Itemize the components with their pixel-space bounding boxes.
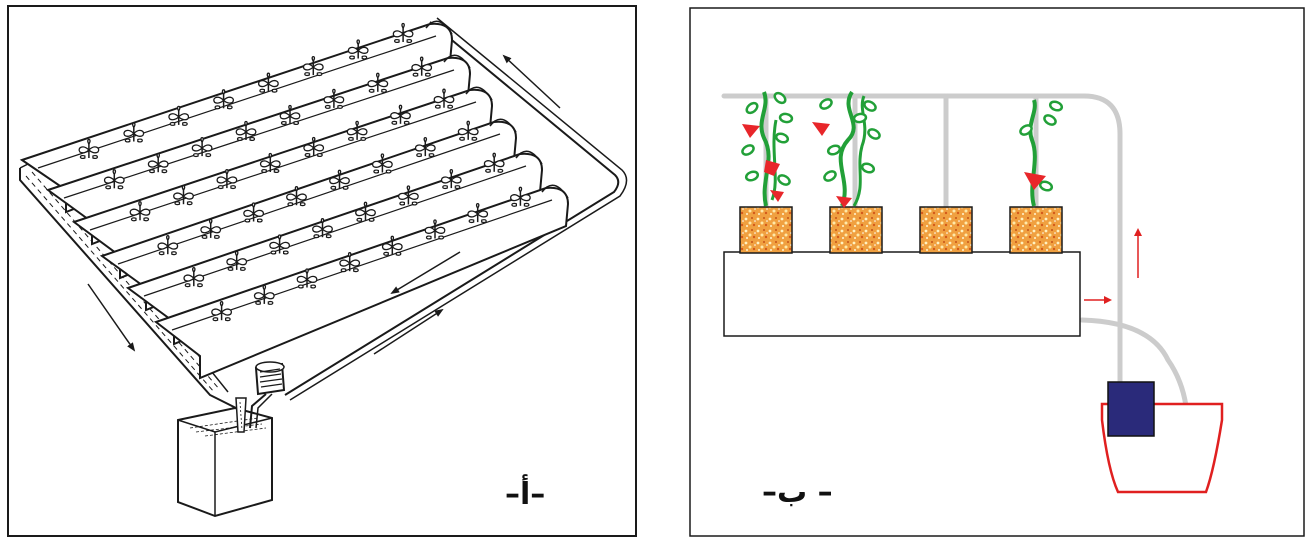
seedling-icon — [173, 185, 194, 206]
seedling-icon — [269, 234, 290, 255]
seedling-icon — [467, 202, 489, 224]
channel-edge — [63, 69, 455, 199]
nutrient-tank — [177, 397, 273, 518]
seedling-icon — [123, 122, 145, 143]
seedling-icon — [147, 153, 169, 174]
seedling-icon — [211, 301, 232, 322]
channel-edge — [89, 101, 477, 231]
flow-arrow-top — [502, 54, 561, 109]
channel-plants — [78, 22, 531, 322]
seedling-icon — [381, 235, 403, 256]
growing-channel — [723, 251, 1081, 337]
seedling-icon — [355, 201, 376, 222]
tomato-plant-2 — [812, 90, 881, 208]
seedling-icon — [157, 235, 179, 256]
seedling-icon — [440, 168, 462, 190]
seedling-icon — [312, 218, 333, 239]
pump — [249, 361, 286, 429]
panel-a-label: –أ– — [505, 477, 546, 512]
seedling-icon — [286, 186, 307, 207]
seedling-icon — [414, 136, 436, 158]
seedling-icon — [510, 186, 531, 207]
seedling-icon — [347, 39, 369, 60]
seedling-icon — [129, 201, 151, 222]
flow-arrow-left — [87, 283, 136, 352]
submersible-pump — [1107, 381, 1155, 437]
seedling-icon — [392, 22, 414, 44]
channel-end-cap — [489, 118, 517, 133]
seedling-icon — [302, 55, 324, 77]
seedling-icon — [411, 56, 433, 77]
seedling-icon — [323, 88, 345, 109]
seedling-icon — [433, 88, 455, 109]
seedling-icon — [390, 104, 411, 125]
seedling-icon — [183, 267, 205, 288]
seedling-icon — [168, 105, 190, 126]
panel-b — [689, 7, 1305, 537]
media-pot-1 — [739, 206, 793, 254]
seedling-icon — [296, 268, 318, 289]
seedling-icon — [259, 152, 281, 174]
flow-arrow-middle — [390, 251, 461, 295]
seedling-icon — [200, 218, 222, 239]
seedling-icon — [346, 120, 368, 141]
growing-media-pots — [739, 206, 1063, 254]
return-pipe — [284, 21, 620, 396]
media-pot-4 — [1009, 206, 1063, 254]
tomato-plant-4 — [1019, 99, 1064, 207]
seedling-icon — [329, 169, 350, 190]
media-pot-2 — [829, 206, 883, 254]
seedling-icon — [457, 120, 479, 141]
seedling-icon — [303, 136, 325, 158]
seedling-icon — [367, 72, 389, 93]
panel-a — [7, 5, 637, 537]
seedling-icon — [339, 252, 361, 273]
channel-edge — [143, 165, 527, 297]
channel-end-cap — [465, 86, 493, 101]
seedling-icon — [398, 185, 419, 206]
seedling-icon — [279, 104, 301, 126]
channel-end-cap — [425, 20, 453, 35]
seedling-icon — [78, 138, 100, 160]
return-pipe-inner — [289, 17, 628, 401]
seedling-icon — [213, 89, 234, 110]
channel-edge — [37, 35, 437, 169]
channel-edge — [117, 133, 501, 265]
seedling-icon — [216, 168, 238, 190]
panel-b-label: – ب– — [762, 475, 833, 510]
channel-edge — [171, 199, 553, 331]
seedling-icon — [253, 284, 275, 305]
channel-end-cap — [443, 54, 471, 69]
flow-arrow-bottom — [373, 308, 444, 355]
seedling-icon — [191, 136, 213, 158]
growing-channels — [19, 20, 570, 380]
tomato-fruit — [1024, 172, 1046, 190]
seedling-icon — [103, 169, 125, 190]
media-pot-3 — [919, 206, 973, 254]
seedling-icon — [483, 152, 505, 173]
channel-end-cap — [541, 184, 569, 199]
seedling-icon — [424, 219, 446, 240]
seedling-icon — [226, 250, 248, 271]
seedling-icon — [235, 120, 257, 142]
seedling-icon — [258, 72, 279, 93]
seedling-icon — [243, 202, 264, 223]
tomato-plant-1 — [741, 91, 794, 207]
seedling-icon — [372, 153, 393, 174]
channel-end-cap — [515, 150, 543, 165]
